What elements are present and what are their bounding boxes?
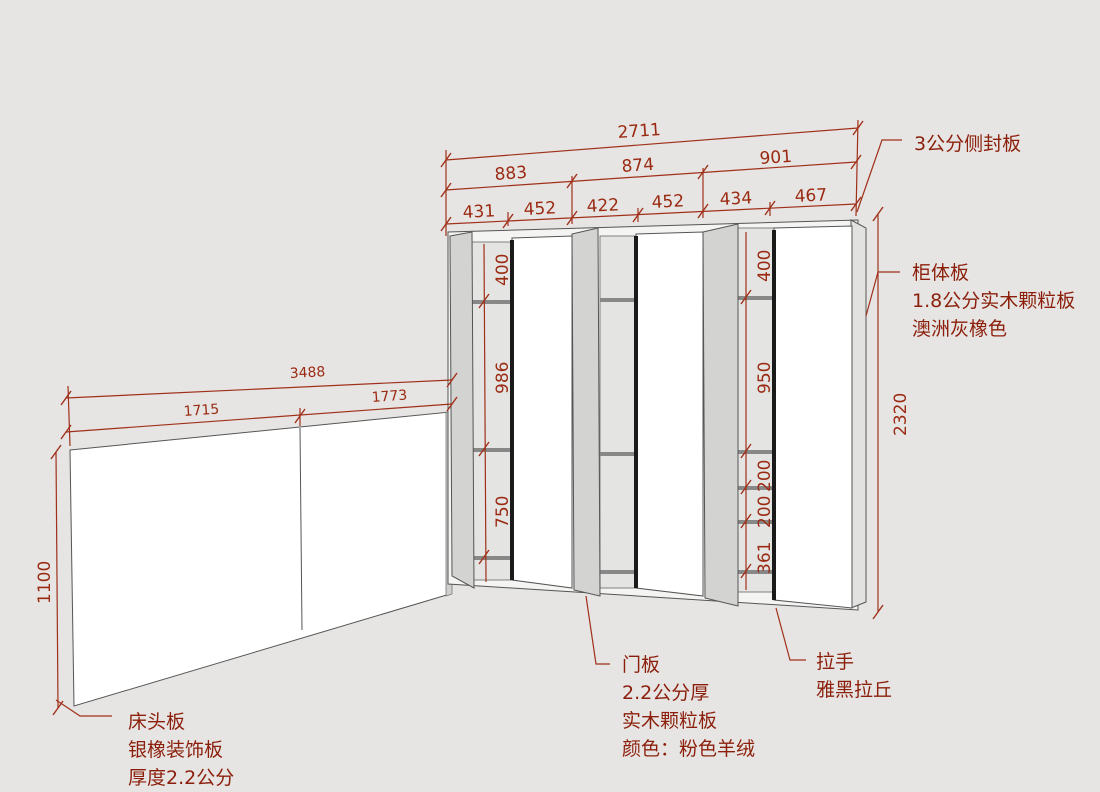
dim-headboard-height: 1100 xyxy=(35,561,55,604)
door-open-3 xyxy=(702,223,739,607)
dimension-ticks xyxy=(50,120,884,716)
dim-door-3: 422 xyxy=(586,195,619,217)
headboard-panel xyxy=(69,411,451,707)
note-headboard: 床头板 银橡装饰板 厚度2.2公分 xyxy=(128,708,234,792)
dim-section-3: 901 xyxy=(759,147,793,169)
dim-door-6: 467 xyxy=(794,185,827,207)
dim-right-shelf-mid: 950 xyxy=(755,362,775,394)
dim-left-shelf-top: 400 xyxy=(493,254,513,286)
dim-right-shelf-a: 200 xyxy=(755,460,775,492)
left-compartment xyxy=(471,241,513,581)
dim-door-1: 431 xyxy=(462,201,495,223)
note-handle: 拉手 雅黑拉丘 xyxy=(816,648,892,704)
note-door-line-1: 门板 xyxy=(622,654,661,676)
note-door-line-4: 颜色：粉色羊绒 xyxy=(622,738,756,760)
dim-door-4: 452 xyxy=(651,191,684,213)
dim-right-shelf-b: 200 xyxy=(755,496,775,528)
note-side-panel-text: 3公分侧封板 xyxy=(914,133,1022,155)
dimension-labels: 2711 883 874 901 431 452 422 452 434 467… xyxy=(35,120,911,604)
note-cabinet-line-3: 澳洲灰橡色 xyxy=(912,318,1008,340)
dim-headboard-width: 3488 xyxy=(289,364,325,382)
door-closed-1 xyxy=(511,235,573,589)
note-headboard-line-1: 床头板 xyxy=(128,711,186,733)
note-handle-line-1: 拉手 xyxy=(816,651,855,673)
note-door-line-3: 实木颗粒板 xyxy=(622,710,718,732)
dim-section-2: 874 xyxy=(621,155,655,177)
dim-right-shelf-top: 400 xyxy=(755,250,775,282)
door-open-1 xyxy=(449,231,475,589)
middle-compartment xyxy=(599,235,639,589)
note-handle-line-2: 雅黑拉丘 xyxy=(816,679,893,701)
dim-headboard-right: 1773 xyxy=(371,388,408,406)
note-headboard-line-3: 厚度2.2公分 xyxy=(128,767,235,789)
dim-door-2: 452 xyxy=(523,198,556,220)
wardrobe xyxy=(447,219,867,611)
dim-door-5: 434 xyxy=(719,188,752,210)
door-closed-2 xyxy=(635,231,704,597)
note-headboard-line-2: 银橡装饰板 xyxy=(128,739,224,761)
door-closed-3 xyxy=(773,225,853,609)
dim-left-shelf-mid: 986 xyxy=(493,362,513,394)
door-open-2 xyxy=(571,227,601,597)
note-door-line-2: 2.2公分厚 xyxy=(622,682,710,704)
side-panel xyxy=(850,219,867,609)
note-side-panel: 3公分侧封板 xyxy=(914,130,1021,158)
right-compartment xyxy=(737,227,777,593)
note-cabinet-panel: 柜体板 1.8公分实木颗粒板 澳洲灰橡色 xyxy=(912,259,1075,343)
dim-cabinet-height: 2320 xyxy=(891,393,911,436)
headboard-seam xyxy=(299,427,303,631)
note-cabinet-line-2: 1.8公分实木颗粒板 xyxy=(912,290,1076,312)
headboard xyxy=(69,411,453,707)
note-cabinet-line-1: 柜体板 xyxy=(912,262,970,284)
dim-right-shelf-low: 361 xyxy=(755,542,775,574)
note-door-panel: 门板 2.2公分厚 实木颗粒板 颜色：粉色羊绒 xyxy=(622,651,755,763)
dim-left-shelf-low: 750 xyxy=(493,496,513,528)
dim-total-width: 2711 xyxy=(617,120,662,143)
dim-headboard-left: 1715 xyxy=(183,402,220,420)
dim-section-1: 883 xyxy=(494,163,528,185)
